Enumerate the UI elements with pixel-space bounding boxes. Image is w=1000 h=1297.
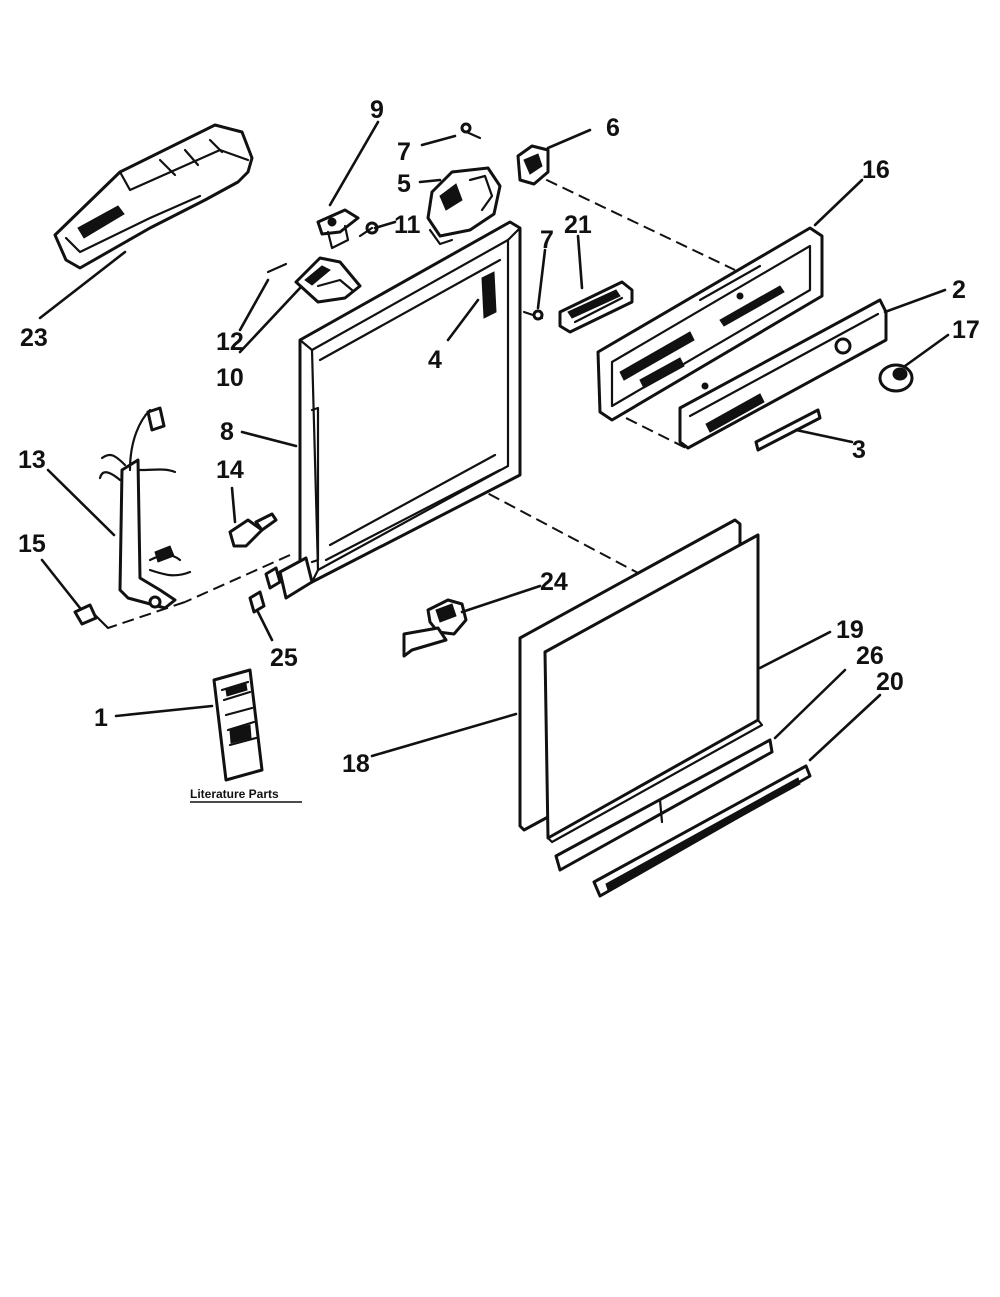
callout-15: 15	[18, 530, 46, 558]
callout-6: 6	[606, 114, 620, 142]
callout-19: 19	[836, 616, 864, 644]
callout-24: 24	[540, 568, 568, 596]
callout-8: 8	[220, 418, 234, 446]
part-7-screw-top	[460, 122, 482, 140]
part-12-screw	[266, 262, 288, 274]
part-25-clip	[248, 566, 282, 614]
callout-21: 21	[564, 211, 592, 239]
part-5-switch	[426, 166, 502, 246]
part-21-module	[558, 280, 634, 334]
callout-25: 25	[270, 644, 298, 672]
part-14-plug	[228, 512, 278, 548]
part-19-inner-panel	[543, 533, 764, 844]
part-7-screw-right	[522, 309, 544, 321]
callout-11: 11	[394, 211, 421, 239]
callout-9: 9	[370, 96, 384, 124]
part-17-knob	[878, 363, 914, 393]
part-11-screw	[358, 221, 379, 238]
part-1-literature	[212, 668, 264, 782]
part-15-screw	[73, 603, 110, 630]
callout-16: 16	[862, 156, 890, 184]
callout-13: 13	[18, 446, 46, 474]
part-24-bracket	[402, 598, 468, 658]
callout-1: 1	[94, 704, 108, 732]
callout-5: 5	[397, 170, 411, 198]
part-26-lower-trim	[554, 738, 774, 872]
part-23-vent-housing	[53, 123, 254, 270]
callout-23: 23	[20, 324, 48, 352]
callout-7: 7	[540, 226, 554, 254]
callout-3: 3	[852, 436, 866, 464]
callout-7: 7	[397, 138, 411, 166]
callout-14: 14	[216, 456, 244, 484]
part-16-control-panel	[596, 226, 824, 422]
callout-18: 18	[342, 750, 370, 778]
callout-17: 17	[952, 316, 980, 344]
part-9-bracket	[316, 208, 360, 250]
part-10-hinge	[294, 256, 362, 304]
callout-26: 26	[856, 642, 884, 670]
callout-2: 2	[952, 276, 966, 304]
leader-lines	[38, 120, 950, 762]
callout-labels: 9 7 6 5 11 16 21 7 23 12 10 4 2 17 8 3 1…	[18, 96, 980, 778]
callout-10: 10	[216, 364, 244, 392]
part-2-trim	[678, 298, 888, 450]
callout-20: 20	[876, 668, 904, 696]
part-8-door-frame	[278, 220, 522, 600]
part-3-label	[754, 408, 822, 452]
part-20-bottom-rail	[592, 764, 812, 898]
callout-4: 4	[428, 346, 442, 374]
part-6-knob	[516, 144, 550, 186]
callout-12: 12	[216, 328, 244, 356]
part-13-wire-harness	[98, 406, 192, 610]
literature-parts-caption: Literature Parts	[190, 787, 279, 801]
